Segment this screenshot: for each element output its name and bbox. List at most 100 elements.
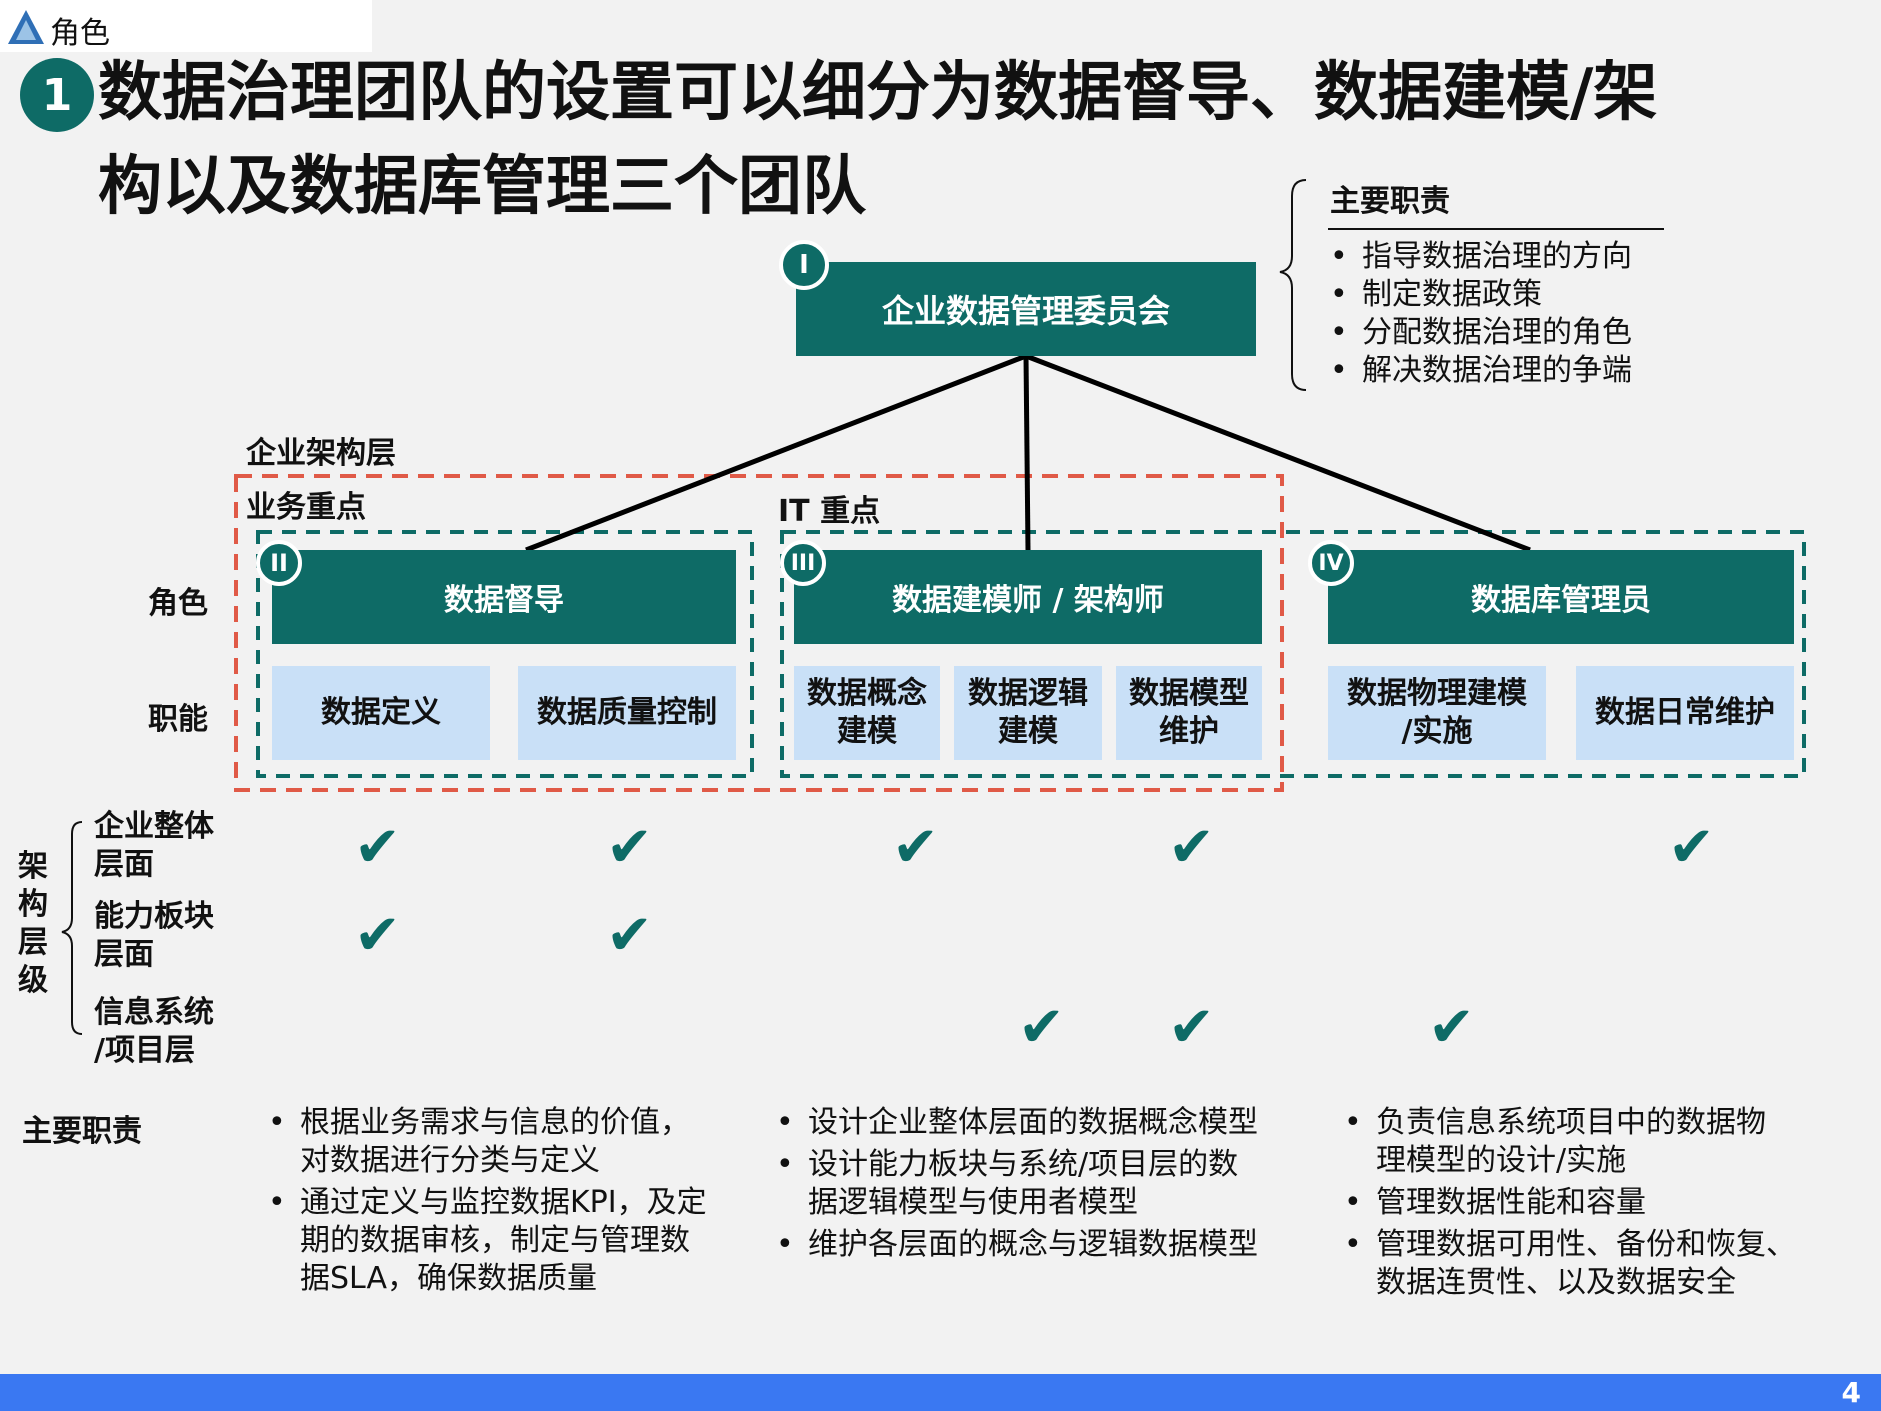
steward-responsibilities: 根据业务需求与信息的价值， 对数据进行分类与定义 通过定义与监控数据KPI，及定…	[268, 1104, 748, 1298]
list-item-line: 期的数据审核，制定与管理数	[300, 1223, 690, 1258]
check-icon: ✔	[892, 815, 939, 880]
connector-to-steward	[525, 353, 1027, 553]
modeler-responsibilities: 设计企业整体层面的数据概念模型 设计能力板块与系统/项目层的数 据逻辑模型与使用…	[776, 1104, 1316, 1264]
check-icon: ✔	[1168, 815, 1215, 880]
list-item: 制定数据政策	[1330, 276, 1632, 314]
function-box-line: /实施	[1401, 714, 1473, 749]
committee-responsibilities-heading: 主要职责	[1330, 184, 1450, 219]
enterprise-arch-label: 企业架构层	[246, 436, 396, 471]
check-icon: ✔	[1668, 815, 1715, 880]
page-number: 4	[1841, 1376, 1861, 1409]
list-item: 解决数据治理的争端	[1330, 352, 1632, 390]
list-item-line: 设计能力板块与系统/项目层的数	[808, 1147, 1239, 1182]
business-focus-label: 业务重点	[246, 490, 366, 525]
list-item-line: 负责信息系统项目中的数据物	[1376, 1105, 1766, 1140]
team-roman-badge: III	[780, 540, 826, 586]
committee-responsibilities-rule	[1328, 228, 1664, 230]
list-item-line: 通过定义与监控数据KPI，及定	[300, 1185, 707, 1220]
arch-level-line: 能力板块	[94, 899, 214, 934]
arch-level-capability: 能力板块 层面	[94, 898, 214, 974]
arch-level-line: 层面	[94, 937, 154, 972]
business-team-frame	[256, 530, 754, 778]
it-team-frame	[780, 530, 1806, 778]
logo-icon	[8, 10, 44, 44]
team-roman-badge: II	[256, 540, 302, 586]
arch-level-enterprise: 企业整体 层面	[94, 808, 214, 884]
team-box-modeler: 数据建模师 / 架构师	[794, 550, 1262, 644]
connector-to-modeler	[1023, 355, 1031, 551]
team-box-dba: 数据库管理员	[1328, 550, 1794, 644]
connector-to-dba	[1025, 353, 1531, 553]
list-item: 指导数据治理的方向	[1330, 238, 1632, 276]
function-box: 数据定义	[272, 666, 490, 760]
responsibilities-brace	[1279, 179, 1307, 391]
list-item-line: 对数据进行分类与定义	[300, 1143, 600, 1178]
list-item: 分配数据治理的角色	[1330, 314, 1632, 352]
check-icon: ✔	[1428, 995, 1475, 1060]
committee-box: 企业数据管理委员会	[796, 262, 1256, 356]
arch-levels-char: 级	[18, 963, 48, 998]
list-item-line: 根据业务需求与信息的价值，	[300, 1105, 690, 1140]
check-icon: ✔	[606, 815, 653, 880]
function-box: 数据模型 维护	[1116, 666, 1262, 760]
function-box-line: 数据概念	[807, 676, 927, 711]
role-row-label: 角色	[148, 586, 208, 621]
function-box-line: 数据物理建模	[1347, 676, 1527, 711]
list-item-line: 管理数据可用性、备份和恢复、	[1376, 1227, 1796, 1262]
function-box: 数据物理建模 /实施	[1328, 666, 1546, 760]
arch-level-line: /项目层	[94, 1033, 195, 1068]
arch-levels-char: 构	[18, 887, 48, 922]
check-icon: ✔	[1168, 995, 1215, 1060]
function-box: 数据日常维护	[1576, 666, 1794, 760]
arch-level-system: 信息系统 /项目层	[94, 994, 214, 1070]
list-item-line: 设计企业整体层面的数据概念模型	[808, 1105, 1258, 1140]
list-item: 通过定义与监控数据KPI，及定 期的数据审核，制定与管理数 据SLA，确保数据质…	[268, 1184, 748, 1298]
check-icon: ✔	[1018, 995, 1065, 1060]
function-box-line: 建模	[837, 714, 897, 749]
function-box-line: 维护	[1159, 714, 1219, 749]
footer-bar	[0, 1374, 1881, 1411]
list-item-line: 据逻辑模型与使用者模型	[808, 1185, 1138, 1220]
arch-levels-char: 层	[18, 925, 48, 960]
it-focus-label: IT 重点	[778, 494, 881, 529]
list-item-line: 维护各层面的概念与逻辑数据模型	[808, 1227, 1258, 1262]
arch-levels-group-label: 架 构 层 级	[18, 848, 54, 1000]
check-icon: ✔	[354, 815, 401, 880]
section-tag-label: 角色	[50, 16, 110, 51]
list-item-line: 管理数据性能和容量	[1376, 1185, 1646, 1220]
arch-level-line: 企业整体	[94, 809, 214, 844]
section-tag	[0, 0, 372, 52]
list-item: 负责信息系统项目中的数据物 理模型的设计/实施	[1344, 1104, 1864, 1180]
function-box: 数据逻辑 建模	[954, 666, 1102, 760]
list-item-line: 数据连贯性、以及数据安全	[1376, 1265, 1736, 1300]
list-item: 管理数据性能和容量	[1344, 1184, 1864, 1222]
function-row-label: 职能	[148, 702, 208, 737]
list-item: 设计企业整体层面的数据概念模型	[776, 1104, 1316, 1142]
list-item: 管理数据可用性、备份和恢复、 数据连贯性、以及数据安全	[1344, 1226, 1864, 1302]
check-icon: ✔	[606, 903, 653, 968]
function-box-line: 建模	[998, 714, 1058, 749]
dba-responsibilities: 负责信息系统项目中的数据物 理模型的设计/实施 管理数据性能和容量 管理数据可用…	[1344, 1104, 1864, 1302]
list-item-line: 理模型的设计/实施	[1376, 1143, 1627, 1178]
function-box-line: 数据模型	[1129, 676, 1249, 711]
team-roman-badge: IV	[1308, 540, 1354, 586]
committee-roman-badge: I	[779, 240, 829, 290]
function-box-line: 数据逻辑	[968, 676, 1088, 711]
function-box: 数据质量控制	[518, 666, 736, 760]
title-number-badge: 1	[20, 58, 94, 132]
list-item: 维护各层面的概念与逻辑数据模型	[776, 1226, 1316, 1264]
page-title: 数据治理团队的设置可以细分为数据督导、数据建模/架构以及数据库管理三个团队	[98, 56, 1658, 224]
enterprise-arch-frame	[234, 474, 1284, 792]
check-icon: ✔	[354, 903, 401, 968]
arch-levels-char: 架	[18, 849, 48, 884]
list-item: 根据业务需求与信息的价值， 对数据进行分类与定义	[268, 1104, 748, 1180]
arch-level-line: 层面	[94, 847, 154, 882]
main-responsibilities-heading: 主要职责	[22, 1114, 142, 1149]
arch-level-line: 信息系统	[94, 995, 214, 1030]
function-box: 数据概念 建模	[794, 666, 940, 760]
committee-responsibilities-list: 指导数据治理的方向 制定数据政策 分配数据治理的角色 解决数据治理的争端	[1330, 238, 1632, 390]
list-item: 设计能力板块与系统/项目层的数 据逻辑模型与使用者模型	[776, 1146, 1316, 1222]
list-item-line: 据SLA，确保数据质量	[300, 1261, 597, 1296]
arch-levels-brace	[61, 821, 83, 1035]
